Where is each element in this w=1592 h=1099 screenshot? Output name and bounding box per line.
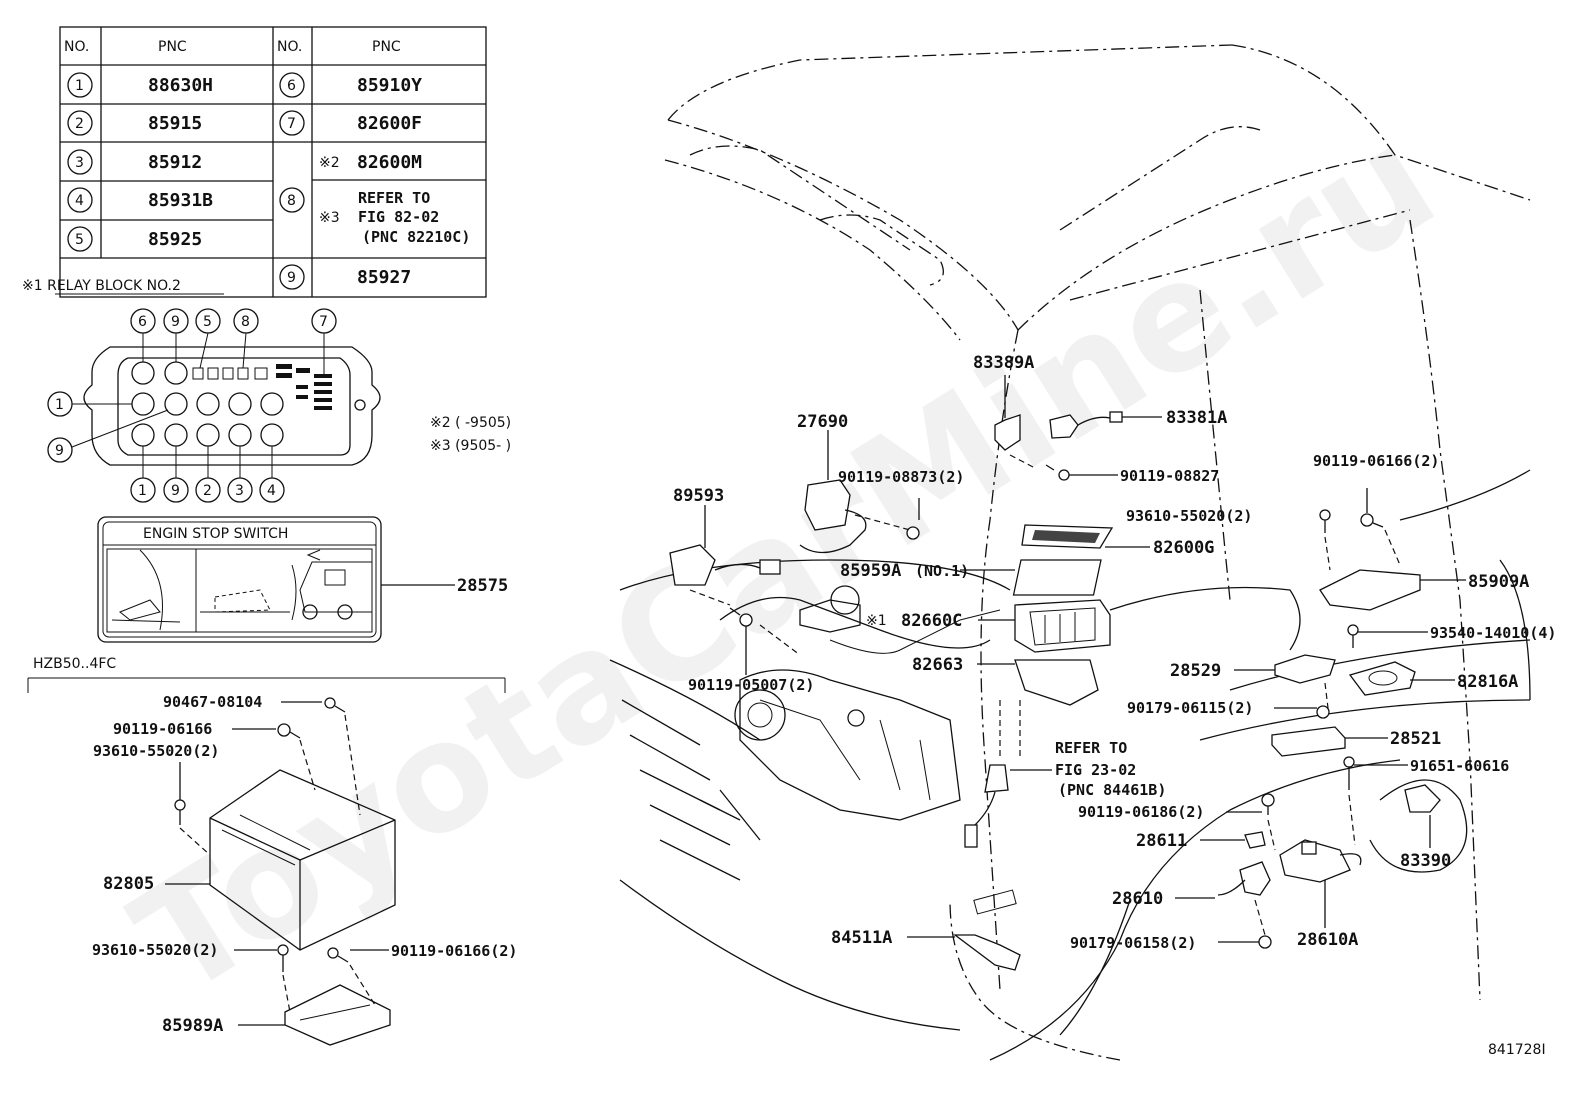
part-label: 83381A	[1166, 408, 1227, 428]
part-label: 90119-06186(2)	[1078, 803, 1204, 821]
callout-number: 5	[203, 314, 212, 330]
refer-text: FIG 82-02	[358, 208, 439, 226]
engine-stop-switch-label: ENGIN STOP SWITCH 28575	[97, 516, 508, 643]
refer-text: REFER TO	[1055, 739, 1127, 757]
row-pnc: 85925	[148, 229, 202, 250]
vehicle-outline	[609, 44, 1531, 1061]
header-no-left: NO.	[64, 39, 89, 55]
part-label: 85989A	[162, 1016, 223, 1036]
callout-number: 3	[235, 483, 244, 499]
part-label: 28521	[1390, 729, 1441, 749]
header-no-right: NO.	[277, 39, 302, 55]
callout-number: 4	[267, 483, 276, 499]
note-3: ※3 (9505- )	[430, 438, 511, 454]
row-no: 2	[75, 116, 84, 132]
row-pnc: 82600F	[357, 113, 422, 134]
row-pnc: 85927	[357, 267, 411, 288]
refer-text: FIG 23-02	[1055, 761, 1136, 779]
part-label: 82660C	[901, 611, 962, 631]
callout-number: 8	[241, 314, 250, 330]
part-label: 93610-55020(2)	[1126, 507, 1252, 525]
part-label: 90119-06166(2)	[1313, 452, 1439, 470]
part-label: 93610-55020(2)	[92, 941, 218, 959]
header-pnc-right: PNC	[372, 39, 401, 55]
part-label: 28611	[1136, 831, 1187, 851]
callout-number: 2	[203, 483, 212, 499]
row-pnc: 82600M	[357, 152, 422, 173]
part-label: 90119-08873(2)	[838, 468, 964, 486]
pnc-table: NO. PNC NO. PNC 1 88630H 2 85915 3 85912…	[59, 26, 487, 298]
part-label-note: (NO.1)	[915, 562, 969, 580]
relay-block-title: ※1 RELAY BLOCK NO.2	[22, 278, 181, 294]
mark-1: ※1	[866, 613, 887, 629]
callout-number: 1	[55, 397, 64, 413]
row-pnc: 85910Y	[357, 75, 422, 96]
part-label: 90119-06166	[113, 720, 212, 738]
note-2: ※2 ( -9505)	[430, 415, 511, 431]
row-pnc: 85915	[148, 113, 202, 134]
part-label: 90119-06166(2)	[391, 942, 517, 960]
callout-number: 7	[319, 314, 328, 330]
row-pnc: 88630H	[148, 75, 213, 96]
row-no: 6	[287, 78, 296, 94]
row-no: 9	[287, 270, 296, 286]
part-label: 28529	[1170, 661, 1221, 681]
part-label: 90467-08104	[163, 693, 262, 711]
refer-text: REFER TO	[358, 189, 430, 207]
part-label: 90179-06115(2)	[1127, 699, 1253, 717]
part-label: 28610A	[1297, 930, 1358, 950]
row-no: 8	[287, 193, 296, 209]
part-label: 82816A	[1457, 672, 1518, 692]
part-label: 90119-05007(2)	[688, 676, 814, 694]
part-label: 82805	[103, 874, 154, 894]
part-label-28575: 28575	[457, 576, 508, 596]
main-parts	[669, 375, 1466, 971]
part-label: 85959A	[840, 561, 901, 581]
part-label: 89593	[673, 486, 724, 506]
part-label: 93610-55020(2)	[93, 742, 219, 760]
row-no: 7	[287, 116, 296, 132]
part-label: 83389A	[973, 353, 1034, 373]
part-label: 27690	[797, 412, 848, 432]
callout-number: 9	[55, 443, 64, 459]
refer-text: (PNC 84461B)	[1058, 781, 1166, 799]
row-no: 5	[75, 232, 84, 248]
row-no: 1	[75, 78, 84, 94]
figure-id: 841728I	[1488, 1042, 1546, 1058]
mark-3: ※3	[319, 210, 340, 226]
main-labels: 83389A 83381A 27690 90119-08873(2) 90119…	[673, 353, 1556, 952]
mark-2: ※2	[319, 155, 340, 171]
part-label: 93540-14010(4)	[1430, 624, 1556, 642]
callout-number: 9	[171, 314, 180, 330]
part-label: 90179-06158(2)	[1070, 934, 1196, 952]
part-label: 91651-60616	[1410, 757, 1509, 775]
callout-number: 1	[138, 483, 147, 499]
model-code: HZB50..4FC	[33, 656, 116, 672]
callout-number: 6	[138, 314, 147, 330]
refer-text: (PNC 82210C)	[362, 228, 470, 246]
row-pnc: 85931B	[148, 190, 213, 211]
part-label: 83390	[1400, 851, 1451, 871]
part-label: 82663	[912, 655, 963, 675]
part-label: 84511A	[831, 928, 892, 948]
row-pnc: 85912	[148, 152, 202, 173]
part-label: 28610	[1112, 889, 1163, 909]
row-no: 4	[75, 193, 84, 209]
header-pnc-left: PNC	[158, 39, 187, 55]
row-no: 3	[75, 155, 84, 171]
callout-number: 9	[171, 483, 180, 499]
part-label: 85909A	[1468, 572, 1529, 592]
part-label: 90119-08827	[1120, 467, 1219, 485]
relay-block: ※1 RELAY BLOCK NO.2 6 9 5 8 7 1 9	[22, 278, 381, 503]
engine-stop-title: ENGIN STOP SWITCH	[143, 526, 288, 542]
hzb-section: HZB50..4FC 90467-08104 90119-06166 93610…	[27, 656, 517, 1046]
part-label: 82600G	[1153, 538, 1214, 558]
